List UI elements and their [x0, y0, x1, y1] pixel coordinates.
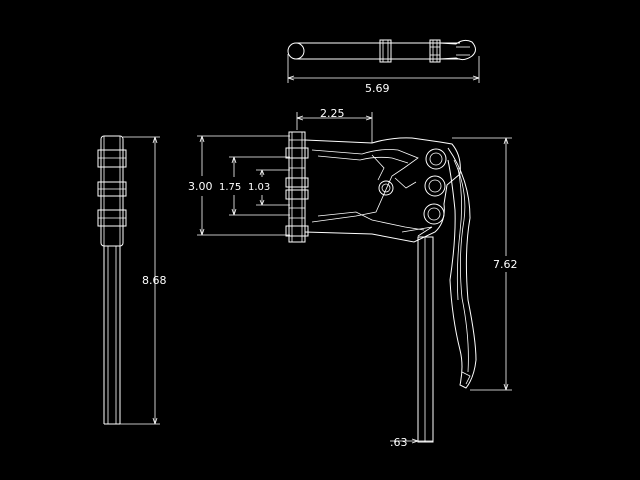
dim-top-length: 5.69: [365, 82, 390, 95]
front-view-pivot-bottom: [423, 203, 445, 225]
dim-rod-width: .63: [390, 436, 408, 449]
side-view-clamp-head: [100, 135, 124, 247]
dim-total-height: 7.62: [493, 258, 518, 271]
dim-bar-height: 3.00: [188, 180, 213, 193]
front-view: [197, 112, 512, 444]
front-view-pivot-top: [425, 148, 447, 170]
dim-hole-inner: 1.03: [248, 182, 270, 193]
top-view-middle-collar: [379, 39, 392, 63]
top-view-end-collar: [429, 39, 441, 63]
front-view-collar-3: [285, 189, 309, 200]
front-view-rod: [417, 236, 434, 443]
front-view-collar-4: [285, 225, 309, 237]
front-view-arm: [304, 137, 461, 243]
front-view-handle: [447, 147, 477, 389]
front-view-pivot-middle: [424, 175, 446, 197]
front-view-pivot-left: [378, 180, 394, 196]
dim-handle-offset: 2.25: [320, 107, 345, 120]
dim-side-height: 8.68: [142, 274, 167, 287]
dim-hole-outer: 1.75: [219, 182, 241, 193]
side-view-upper-collar: [97, 149, 127, 168]
front-view-collar-1: [285, 147, 309, 159]
front-view-collar-2: [285, 177, 309, 188]
side-view: [97, 135, 160, 425]
top-view: [287, 39, 480, 83]
top-view-pin-head: [287, 42, 305, 60]
